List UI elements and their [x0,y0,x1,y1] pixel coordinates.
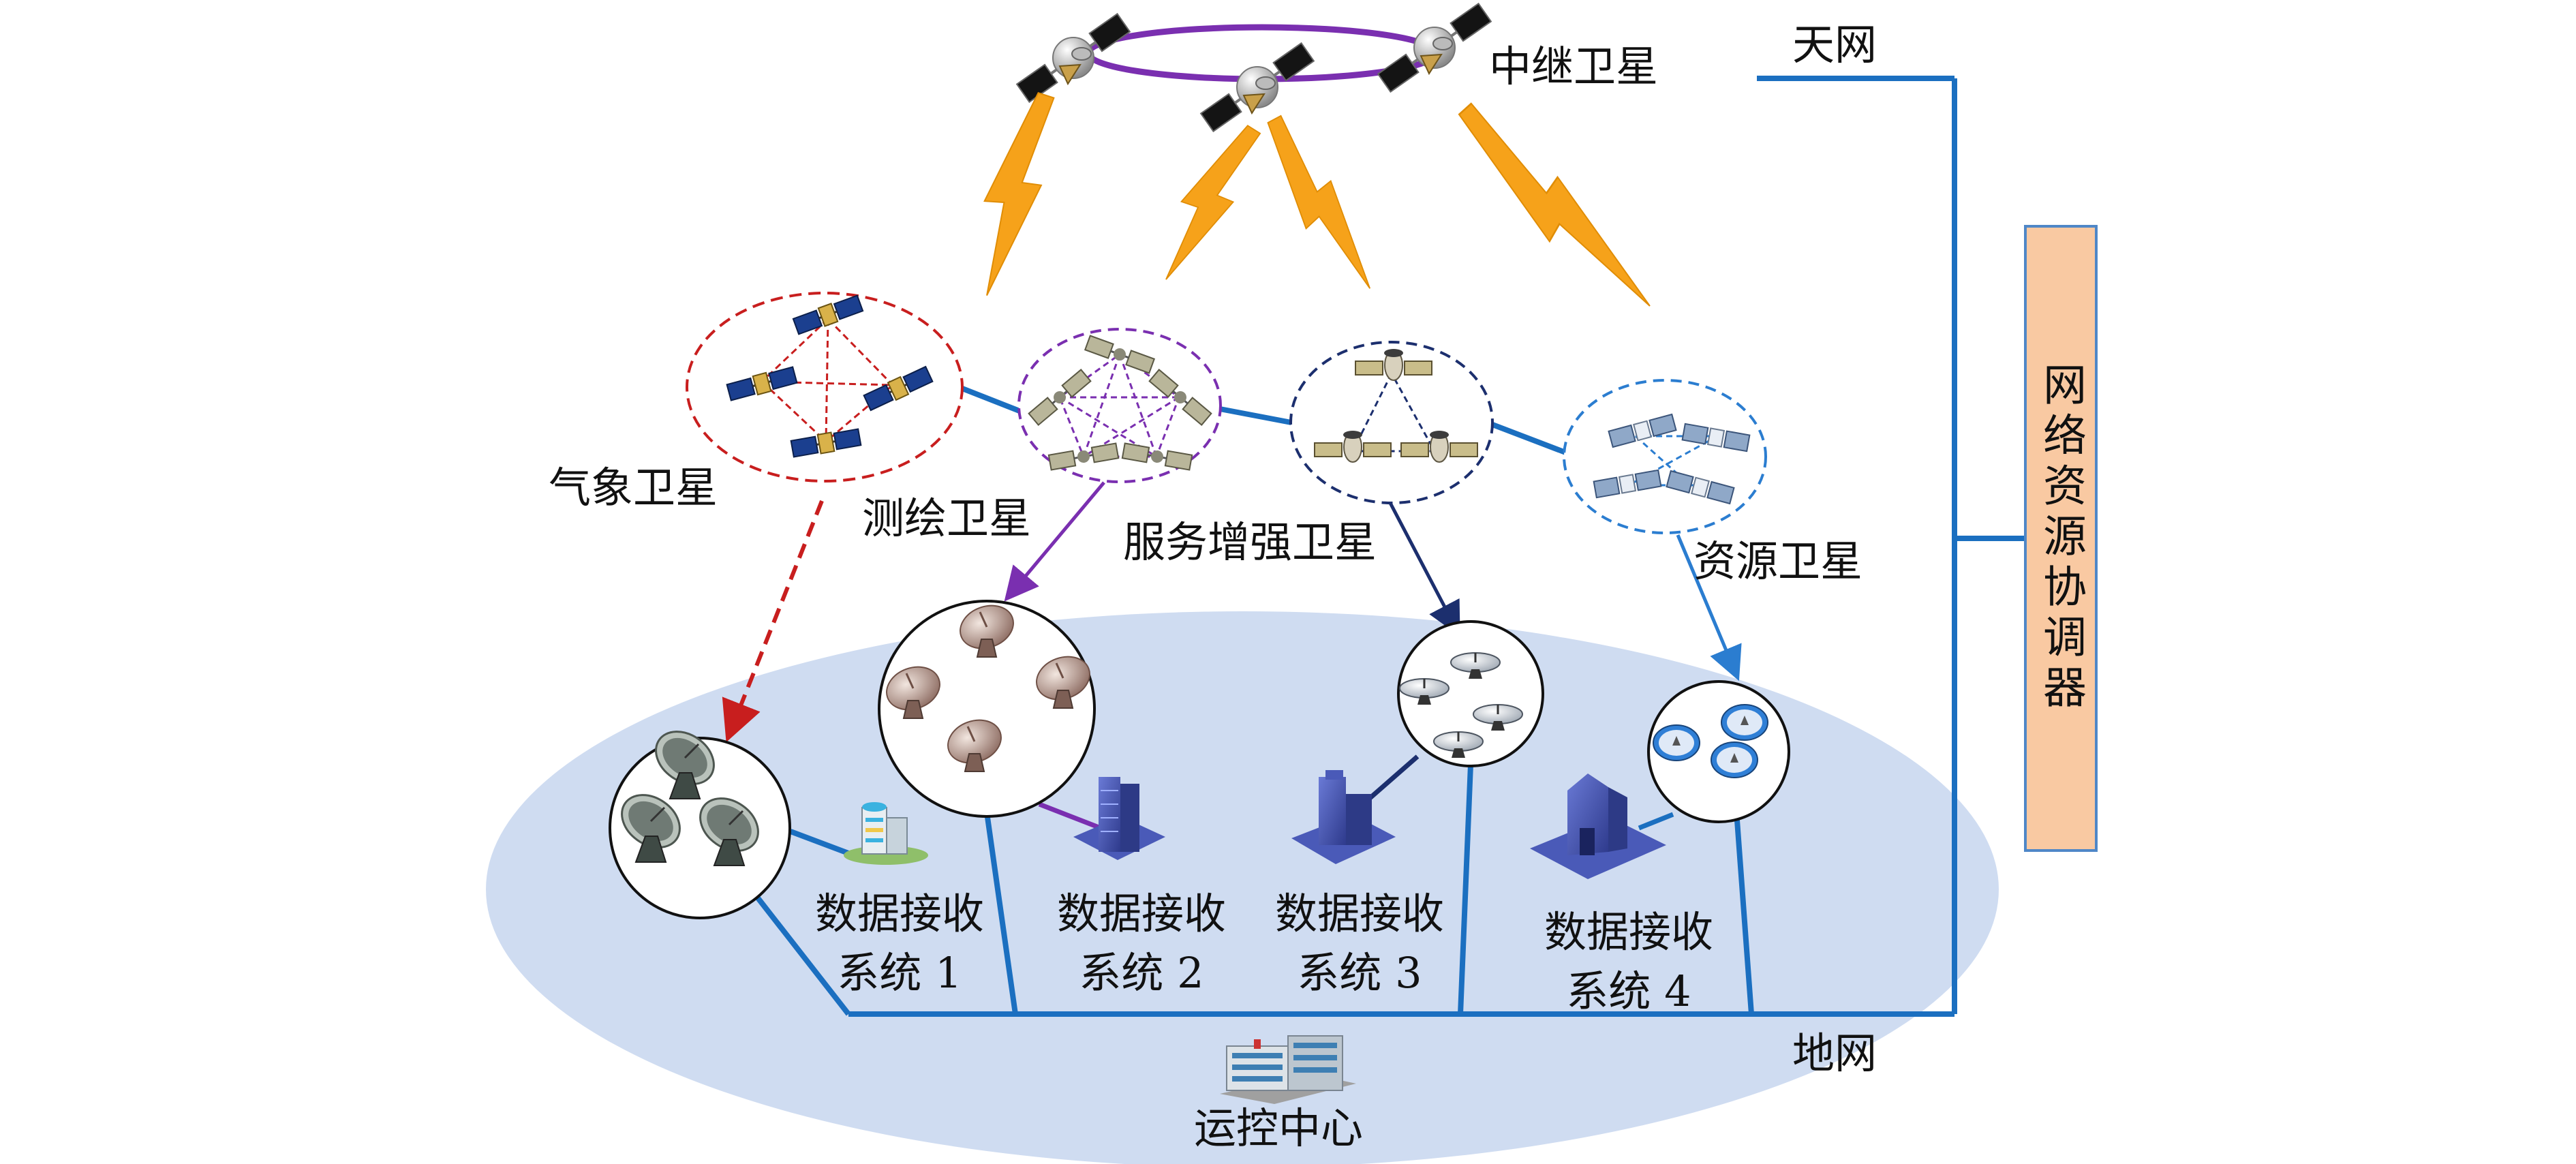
weather-downlink [722,500,824,743]
survey-satellite-label: 测绘卫星 [862,493,1032,543]
receiver-3-label: 数据接收 系统 3 [1274,889,1444,998]
lightning-link-icon [1253,108,1385,303]
receiver-1-label: 数据接收 系统 1 [814,889,984,998]
survey-downlink [1004,481,1105,602]
lightning-link-icon [956,87,1069,302]
relay-satellite-icon [1377,2,1492,93]
weather-satellite-group [686,292,964,483]
receiver-2-label: 数据接收 系统 2 [1056,889,1226,998]
network-resource-coordinator: 网络资源协调器 [2024,225,2098,852]
augment-satellite-label: 服务增强卫星 [1123,517,1377,567]
network-bus [754,76,2024,1017]
relay-satellite-icon [1199,42,1315,133]
resource-downlink [1676,534,1742,681]
augment-downlink [1388,502,1460,637]
resource-satellite-label: 资源卫星 [1693,536,1863,586]
ground-net-label: 地网 [1792,1028,1877,1078]
resource-satellite-group [1563,379,1767,534]
control-center-label: 运控中心 [1194,1103,1364,1153]
lightning-link-icon [1141,116,1272,289]
ground-station-2 [878,597,1102,831]
ground-station-1 [609,720,850,919]
lightning-link-icon [1445,93,1664,328]
sky-net-label: 天网 [1792,20,1877,70]
building-4-icon [1530,774,1666,879]
relay-satellite-label: 中继卫星 [1489,42,1659,91]
augment-satellite-group [1289,341,1494,504]
operations-center-icon [1220,1035,1356,1104]
building-3-icon [1291,770,1396,864]
receiver-4-label: 数据接收 系统 4 [1544,907,1713,1016]
ground-network-zone [486,611,1999,1164]
ground-station-3 [1361,620,1544,806]
ground-station-4 [1638,680,1790,831]
relay-satellite-icon [1015,12,1131,104]
building-1-icon [844,802,928,865]
survey-satellite-group [1017,328,1222,483]
coordinator-label: 网络资源协调器 [2036,362,2086,715]
building-2-icon [1073,777,1165,860]
weather-satellite-label: 气象卫星 [549,463,718,512]
